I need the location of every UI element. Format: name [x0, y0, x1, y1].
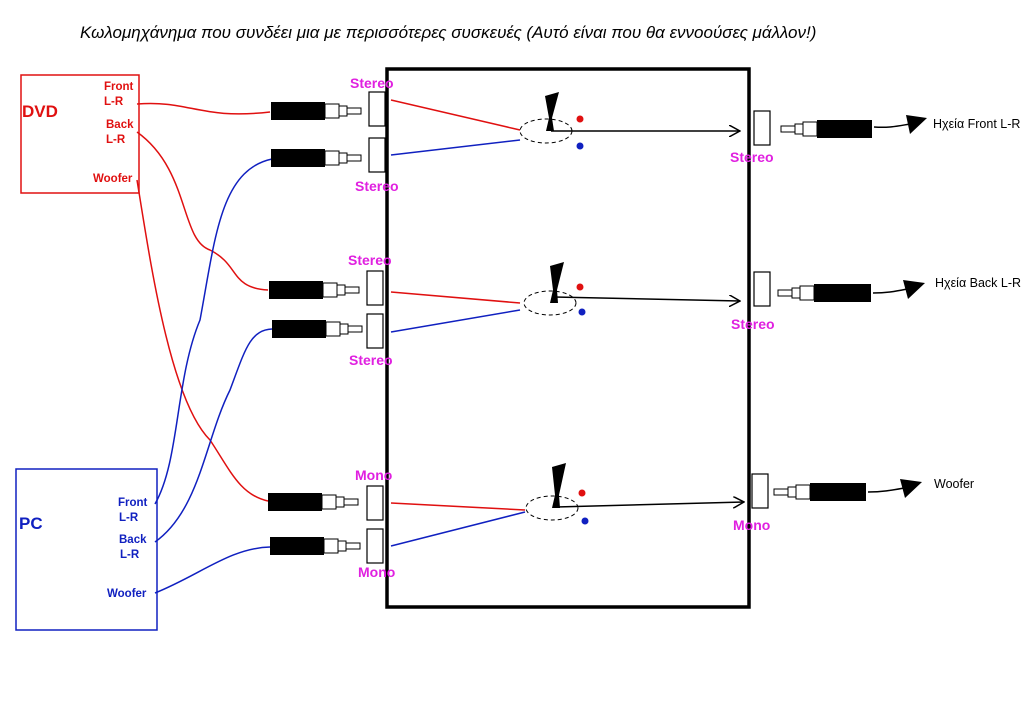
- output-plug: [780, 120, 872, 138]
- internal-wire-blue: [390, 511, 526, 547]
- dvd-front-label-1: Front: [104, 81, 134, 93]
- dvd-front-cable: [136, 102, 271, 115]
- input-label-top-1: Stereo: [350, 75, 394, 91]
- output-type-back: Stereo: [731, 316, 775, 332]
- input-label-top-2: Stereo: [355, 178, 399, 194]
- dvd-device-name: DVD: [22, 102, 58, 121]
- internal-wire-blue: [390, 139, 521, 156]
- input-socket: [366, 485, 384, 521]
- blue-indicator-dot: [576, 142, 584, 150]
- pc-front-label-1: Front: [118, 497, 148, 509]
- blue-indicator-dot: [578, 308, 586, 316]
- dvd-back-label-2: L-R: [106, 134, 126, 146]
- output-socket: [753, 271, 771, 307]
- pc-woofer-cable: [154, 546, 271, 594]
- input-label-bottom-1: Mono: [355, 467, 392, 483]
- pc-back-cable: [154, 328, 273, 543]
- pc-device-box: [15, 468, 158, 631]
- output-label-back: Ηχεία Back L-R: [935, 276, 1021, 290]
- output-label-front: Ηχεία Front L-R: [933, 117, 1020, 131]
- speaker-arrow: [867, 479, 922, 498]
- input-label-middle-1: Stereo: [348, 252, 392, 268]
- input-socket: [366, 528, 384, 564]
- diagram-title: Κωλομηχάνημα που συνδέει μια με περισσότ…: [80, 23, 816, 42]
- input-socket: [368, 91, 386, 127]
- selector-switch: [525, 463, 589, 525]
- speaker-arrow: [873, 115, 927, 134]
- dvd-front-label-2: L-R: [104, 96, 124, 108]
- output-label-woofer: Woofer: [934, 477, 974, 491]
- output-arrow: [555, 502, 744, 507]
- pc-back-label-2: L-R: [120, 549, 140, 561]
- blue-indicator-dot: [581, 517, 589, 525]
- dvd-woofer-label: Woofer: [93, 173, 133, 185]
- pc-back-label-1: Back: [119, 534, 147, 546]
- input-plug: [272, 320, 363, 338]
- input-label-bottom-2: Mono: [358, 564, 395, 580]
- output-type-front: Stereo: [730, 149, 774, 165]
- input-plug: [270, 537, 361, 555]
- speaker-arrow: [872, 280, 925, 299]
- red-indicator-dot: [578, 489, 586, 497]
- output-plug: [773, 483, 866, 501]
- input-socket: [368, 137, 386, 173]
- output-type-woofer: Mono: [733, 517, 770, 533]
- output-arrow: [553, 297, 740, 301]
- output-plug: [777, 284, 871, 302]
- output-socket: [753, 110, 771, 146]
- input-socket: [366, 313, 384, 349]
- internal-wire-blue: [390, 309, 521, 333]
- internal-wire-red: [390, 99, 521, 131]
- input-socket: [366, 270, 384, 306]
- internal-wire-red: [390, 291, 521, 304]
- dvd-back-label-1: Back: [106, 119, 134, 131]
- red-indicator-dot: [576, 115, 584, 123]
- dvd-woofer-cable: [136, 179, 269, 502]
- pc-front-cable: [154, 158, 273, 505]
- dvd-back-cable: [136, 131, 269, 291]
- selector-switch: [519, 92, 584, 150]
- red-indicator-dot: [576, 283, 584, 291]
- selector-switch: [523, 262, 586, 316]
- input-plug: [271, 149, 362, 167]
- input-plug: [268, 493, 359, 511]
- pc-front-label-2: L-R: [119, 512, 139, 524]
- switch-box: [385, 67, 751, 609]
- pc-device-name: PC: [19, 514, 43, 533]
- output-socket: [751, 473, 769, 509]
- input-label-middle-2: Stereo: [349, 352, 393, 368]
- input-plug: [271, 102, 362, 120]
- internal-wire-red: [390, 502, 526, 511]
- pc-woofer-label: Woofer: [107, 588, 147, 600]
- input-plug: [269, 281, 360, 299]
